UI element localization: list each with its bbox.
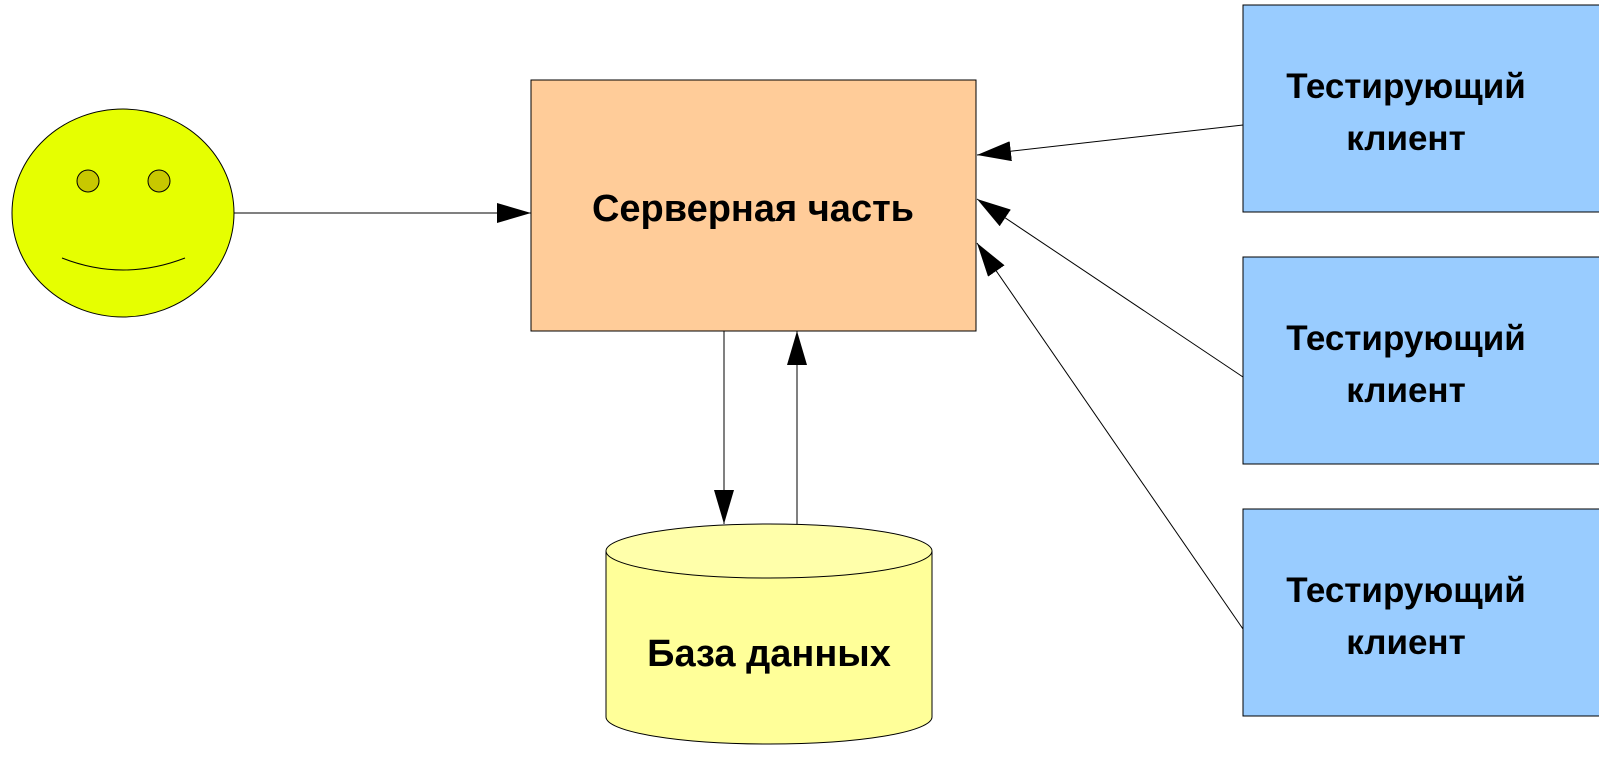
client-label-line1: Тестирующий xyxy=(1286,571,1526,610)
client-node-2: Тестирующий клиент xyxy=(1242,256,1599,465)
arrow-client3-to-server xyxy=(976,242,1244,630)
client-label-line2: клиент xyxy=(1346,119,1465,158)
arrow-client2-to-server xyxy=(976,198,1244,378)
smiley-left-eye xyxy=(76,169,100,193)
client-box xyxy=(1242,4,1599,213)
arrow-client1-to-server xyxy=(976,124,1244,162)
client-label-line1: Тестирующий xyxy=(1286,319,1526,358)
database-node: База данных xyxy=(605,523,933,745)
client-label-line2: клиент xyxy=(1346,623,1465,662)
database-top xyxy=(605,523,933,579)
client-node-3: Тестирующий клиент xyxy=(1242,508,1599,717)
client-label-line1: Тестирующий xyxy=(1286,67,1526,106)
smiley-face xyxy=(11,108,235,318)
client-node-1: Тестирующий клиент xyxy=(1242,4,1599,213)
database-body xyxy=(605,551,933,745)
client-box xyxy=(1242,508,1599,717)
server-label: Серверная часть xyxy=(592,188,914,230)
smiley-mouth xyxy=(61,257,186,271)
database-label: База данных xyxy=(647,633,891,675)
smiley-right-eye xyxy=(147,169,171,193)
server-box xyxy=(530,79,977,332)
client-label-line2: клиент xyxy=(1346,371,1465,410)
user-smiley-icon xyxy=(11,108,235,318)
server-node: Серверная часть xyxy=(530,79,977,332)
client-box xyxy=(1242,256,1599,465)
